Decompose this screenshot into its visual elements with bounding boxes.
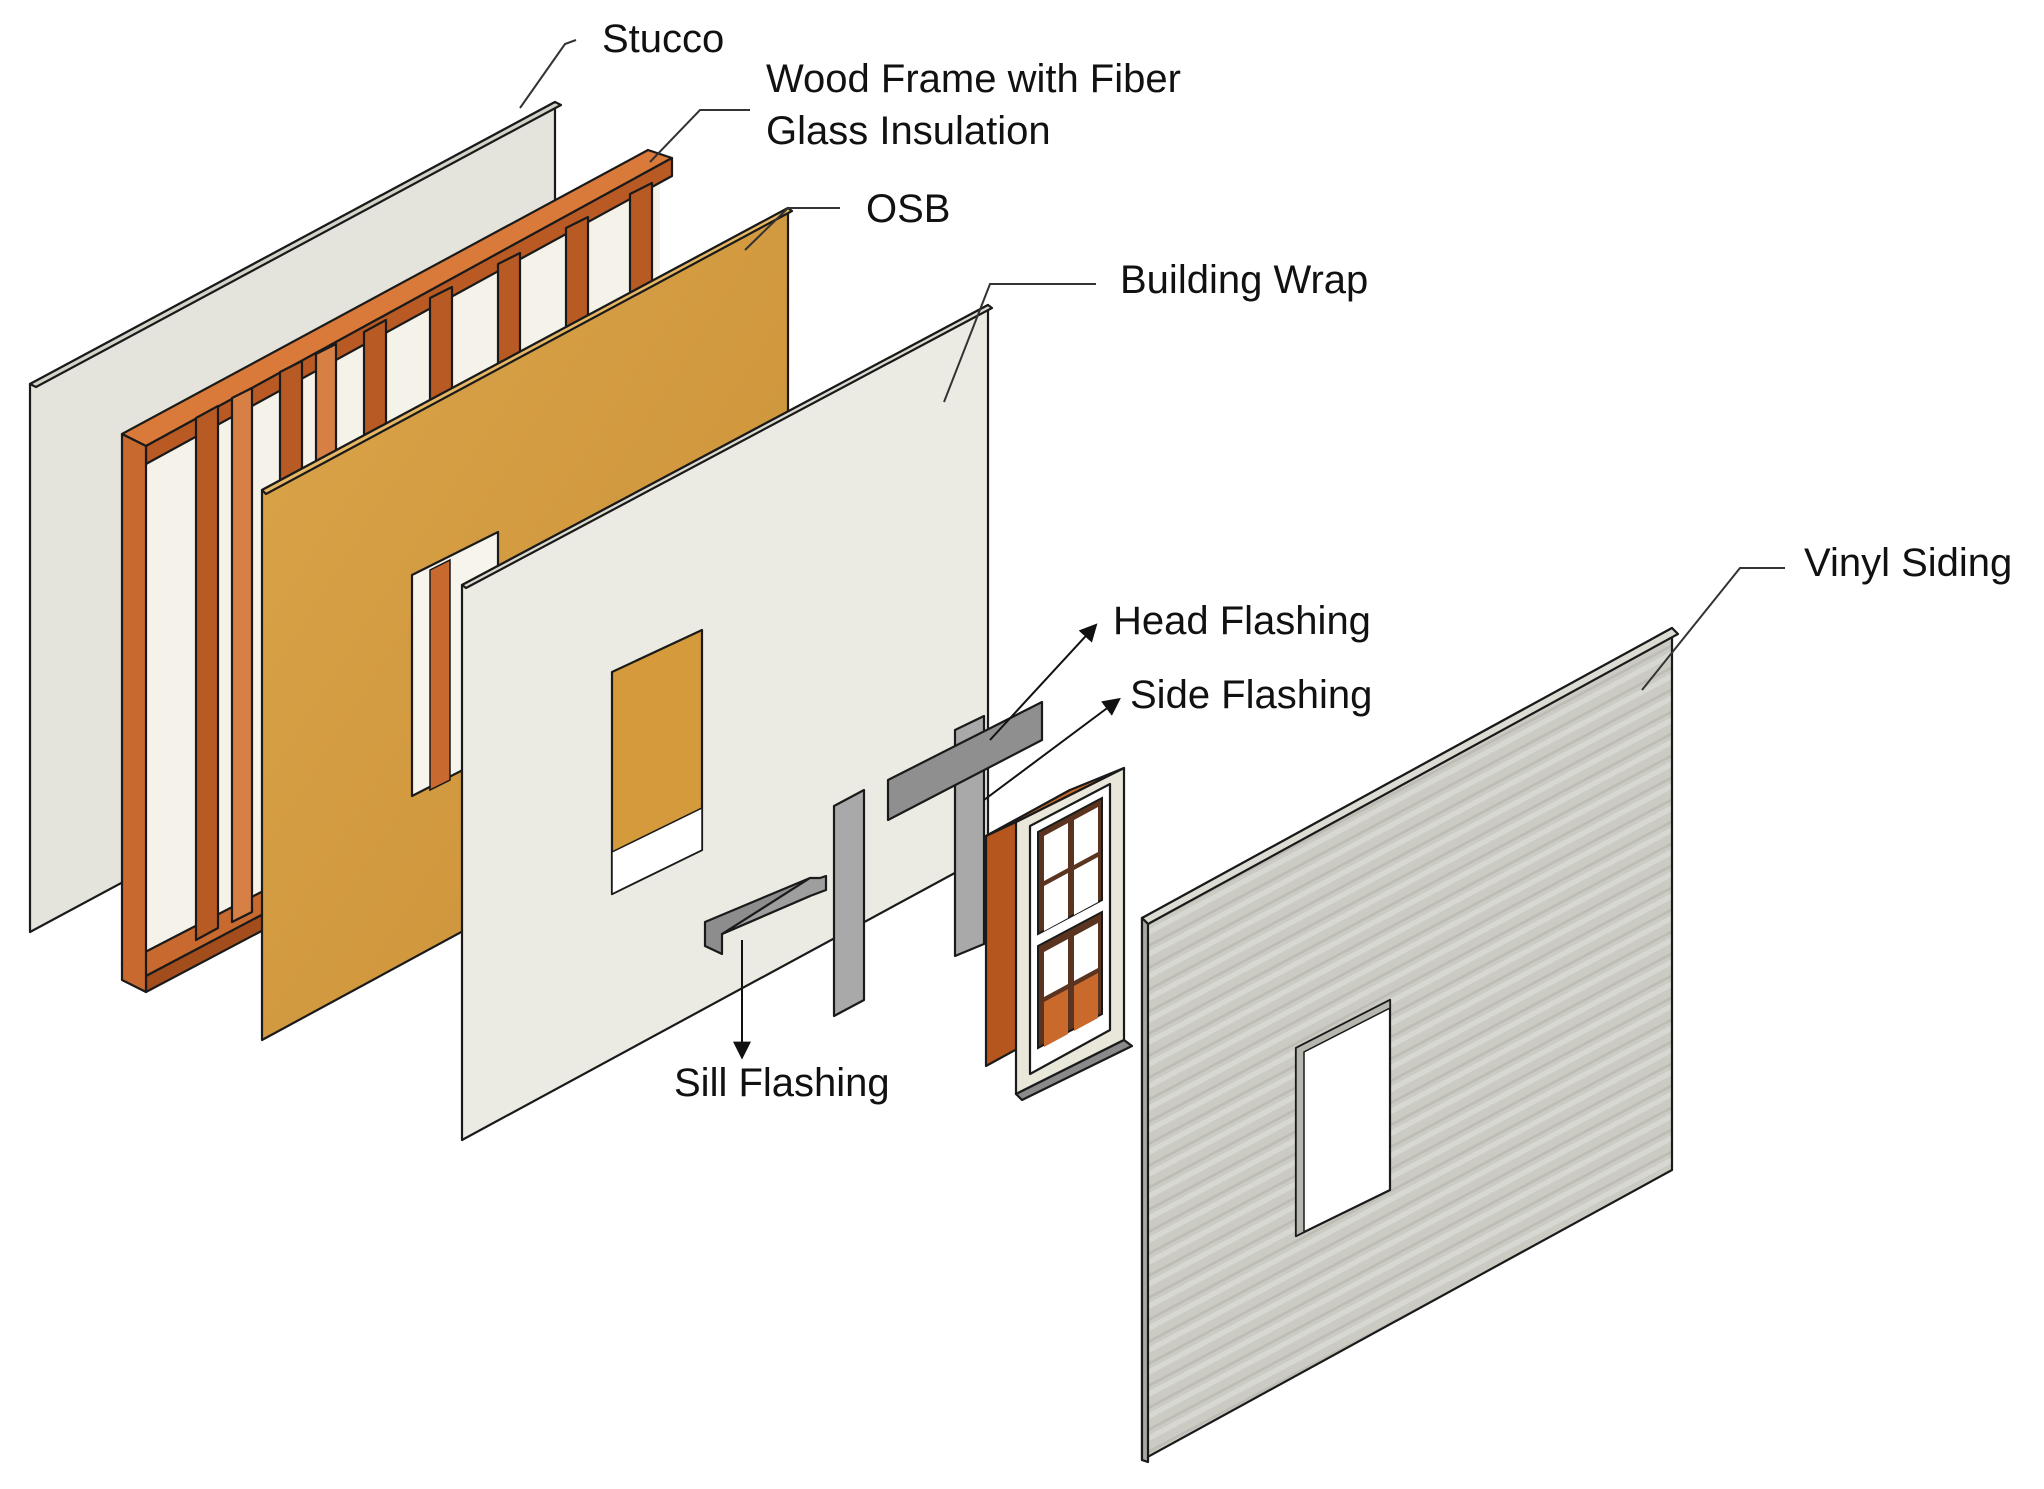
- label-building-wrap: Building Wrap: [1120, 258, 1368, 302]
- vinyl-siding-panel: [1140, 626, 1680, 1464]
- building-wrap-leader: [943, 283, 1096, 403]
- window-upper-sash: [1037, 796, 1103, 936]
- label-wood-frame-line2: Glass Insulation: [766, 109, 1051, 153]
- vinyl-siding-leader: [1641, 567, 1785, 691]
- label-sill-flashing: Sill Flashing: [674, 1061, 890, 1105]
- stucco-leader: [519, 39, 577, 109]
- leader-lines: [519, 39, 1785, 1060]
- label-osb: OSB: [866, 187, 950, 231]
- label-vinyl-siding: Vinyl Siding: [1804, 541, 2012, 585]
- label-head-flashing: Head Flashing: [1113, 599, 1371, 643]
- label-wood-frame-line1: Wood Frame with Fiber: [766, 57, 1181, 101]
- sill-flashing: [703, 874, 828, 956]
- head-flashing: [886, 700, 1044, 822]
- label-side-flashing: Side Flashing: [1130, 673, 1372, 717]
- side-flashing-left: [832, 788, 866, 1018]
- window-unit: [984, 766, 1134, 1102]
- head-flashing-arrow: [989, 623, 1098, 741]
- window-lower-sash: [1037, 910, 1103, 1050]
- wood-frame-leader: [649, 109, 750, 163]
- label-stucco: Stucco: [602, 17, 724, 61]
- osb-leader: [744, 207, 840, 251]
- side-flashing-arrow: [983, 697, 1121, 801]
- labels: Stucco Wood Frame with Fiber Glass Insul…: [602, 17, 2012, 1105]
